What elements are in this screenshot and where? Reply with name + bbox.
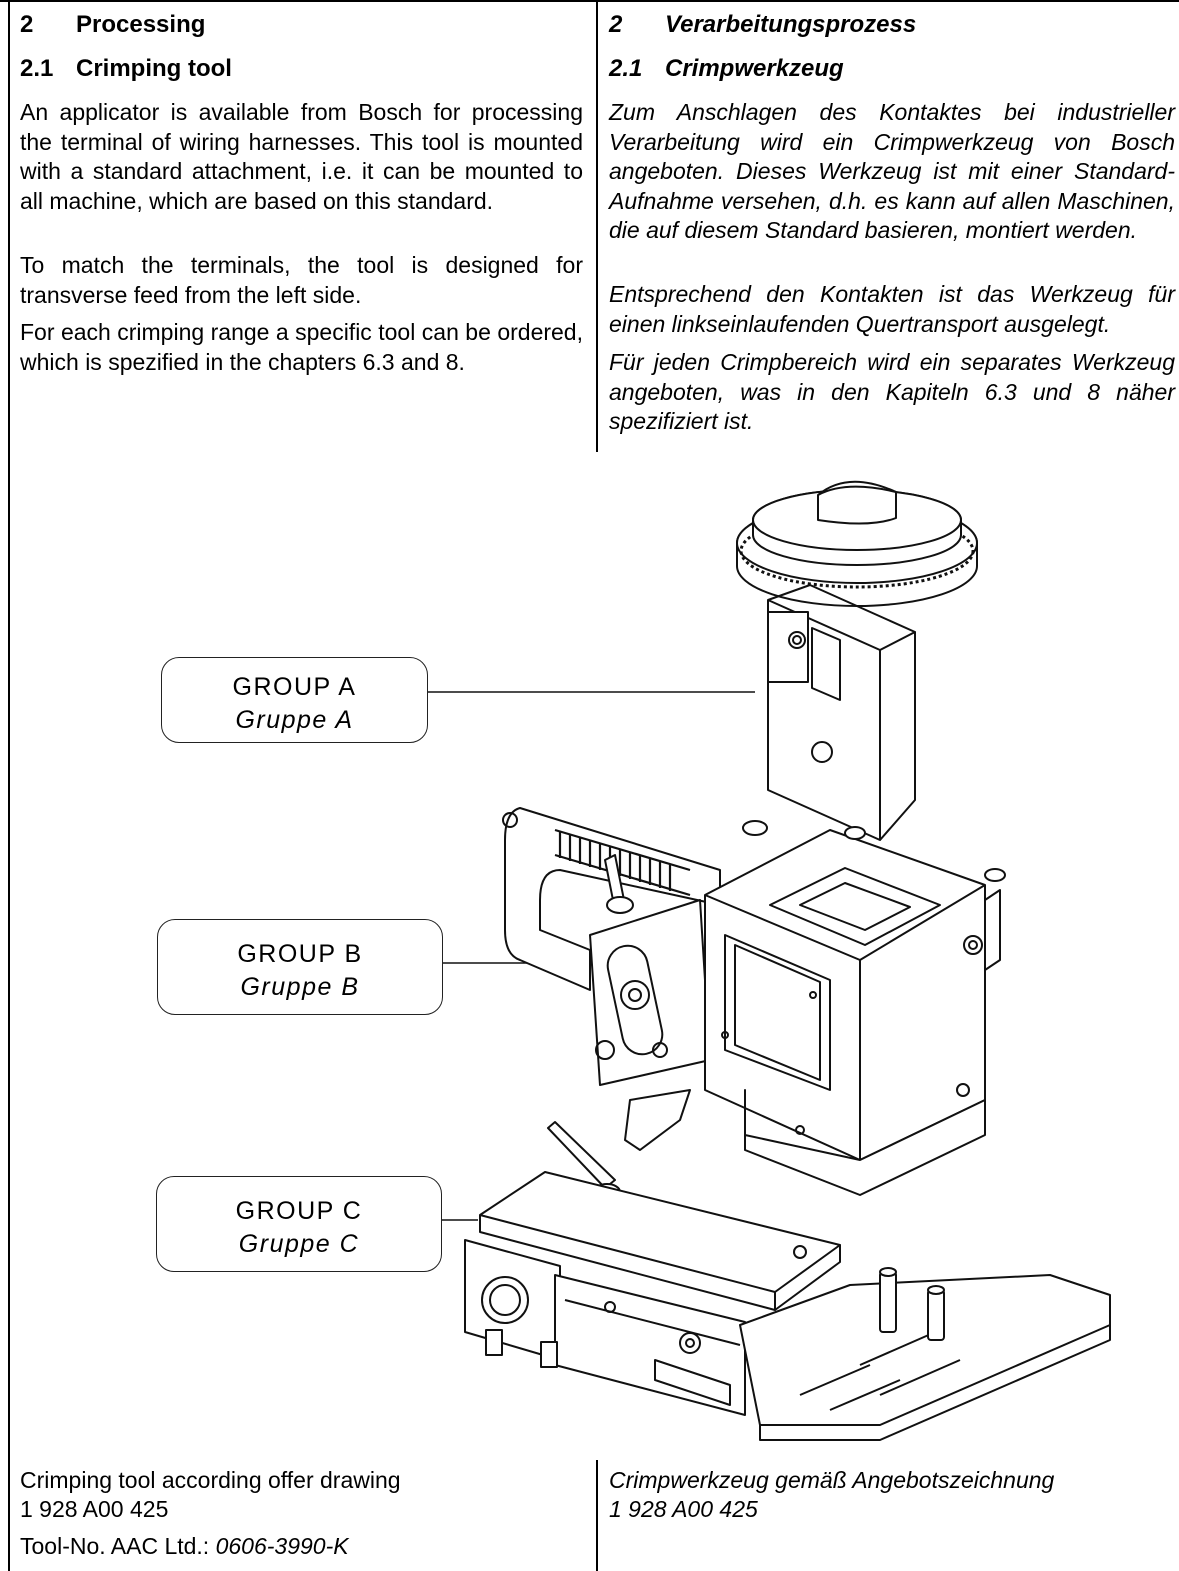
section-title: Processing xyxy=(76,11,206,38)
left-border xyxy=(8,0,10,1571)
footer-drawing-no-en: 1 928 A00 425 xyxy=(20,1496,169,1522)
footer-right: Crimpwerkzeug gemäß Angebotszeichnung 1 … xyxy=(609,1466,1175,1524)
group-a-part xyxy=(736,480,978,841)
section-heading-en: 2 Processing xyxy=(20,10,205,40)
paragraph-en-1: An applicator is available from Bosch fo… xyxy=(20,99,583,214)
group-c-label: GROUP C Gruppe C xyxy=(156,1176,442,1272)
paragraph-en-2: To match the terminals, the tool is desi… xyxy=(20,252,583,308)
subsection-title: Crimping tool xyxy=(76,55,232,82)
subsection-title-de: Crimpwerkzeug xyxy=(665,55,844,82)
group-a-label: GROUP A Gruppe A xyxy=(161,657,428,743)
paragraph-de-2: Entsprechend den Kontakten ist das Werkz… xyxy=(609,281,1175,337)
paragraph-de-3: Für jeden Crimpbereich wird ein separate… xyxy=(609,349,1175,434)
group-c-label-en: GROUP C xyxy=(235,1197,363,1225)
tool-number: Tool-No. AAC Ltd.: 0606-3990-K xyxy=(20,1532,580,1561)
group-b-part xyxy=(502,807,1006,1196)
group-c-label-de: Gruppe C xyxy=(238,1230,360,1258)
group-c-part xyxy=(464,1121,1111,1441)
column-divider-top xyxy=(596,0,598,452)
section-number: 2 xyxy=(20,11,34,38)
tool-number-label: Tool-No. AAC Ltd.: xyxy=(20,1533,210,1559)
tool-number-value: 0606-3990-K xyxy=(215,1533,349,1559)
column-divider-bottom xyxy=(596,1460,598,1571)
section-number-de: 2 xyxy=(609,11,623,38)
subsection-heading-de: 2.1 Crimpwerkzeug xyxy=(609,54,844,84)
group-b-label-en: GROUP B xyxy=(237,940,363,968)
section-heading-de: 2 Verarbeitungsprozess xyxy=(609,10,916,40)
section-title-de: Verarbeitungsprozess xyxy=(665,11,917,38)
group-a-label-de: Gruppe A xyxy=(235,706,354,734)
paragraph-de-1: Zum Anschlagen des Kontaktes bei industr… xyxy=(609,99,1175,243)
paragraph-en-3: For each crimping range a specific tool … xyxy=(20,319,583,375)
group-a-label-en: GROUP A xyxy=(232,673,357,701)
top-border xyxy=(0,0,1179,2)
subsection-number-de: 2.1 xyxy=(609,55,643,82)
footer-caption-en: Crimping tool according offer drawing xyxy=(20,1467,401,1493)
group-b-label: GROUP B Gruppe B xyxy=(157,919,443,1015)
footer-caption-de: Crimpwerkzeug gemäß Angebotszeichnung xyxy=(609,1467,1055,1493)
footer-left: Crimping tool according offer drawing 1 … xyxy=(20,1466,580,1561)
subsection-number: 2.1 xyxy=(20,55,54,82)
footer-drawing-no-de: 1 928 A00 425 xyxy=(609,1496,758,1522)
subsection-heading-en: 2.1 Crimping tool xyxy=(20,54,232,84)
group-b-label-de: Gruppe B xyxy=(240,973,360,1001)
